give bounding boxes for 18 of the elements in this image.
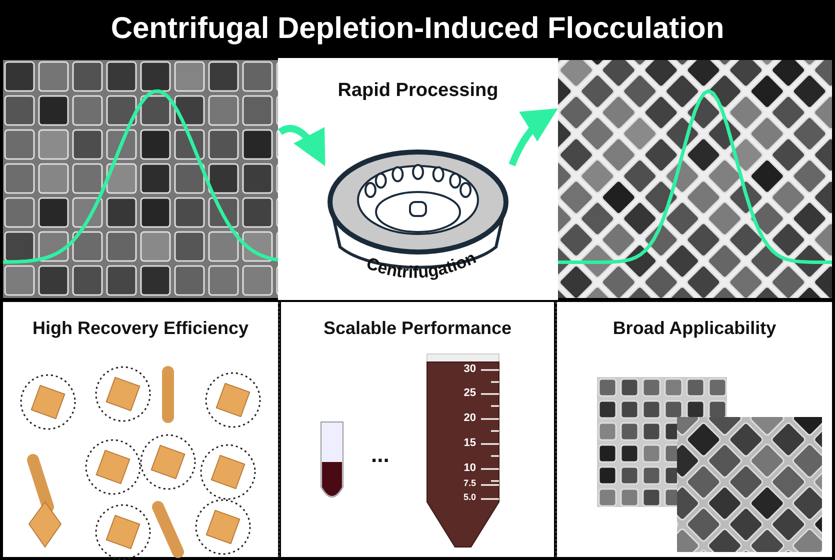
panel	[557, 302, 832, 557]
panel	[3, 302, 278, 557]
panel-heading: Broad Applicability	[612, 318, 778, 339]
scale-number: 20	[462, 412, 476, 424]
panel-heading: High Recovery Efficiency	[31, 318, 250, 339]
title: Centrifugal Depletion-Induced Flocculation	[110, 12, 726, 46]
scale-number: 15	[462, 437, 476, 449]
arrow	[508, 108, 558, 166]
ellipsis: ...	[371, 442, 390, 468]
scale-number: 30	[462, 363, 476, 375]
arrow	[278, 125, 326, 166]
panel	[281, 302, 554, 557]
scale-number: 5.0	[462, 492, 476, 502]
scale-number: 10	[462, 462, 476, 474]
panel-heading: Rapid Processing	[336, 80, 500, 102]
scale-number: 7.5	[462, 478, 476, 488]
scale-number: 25	[462, 387, 476, 399]
panel-heading: Scalable Performance	[322, 318, 513, 339]
